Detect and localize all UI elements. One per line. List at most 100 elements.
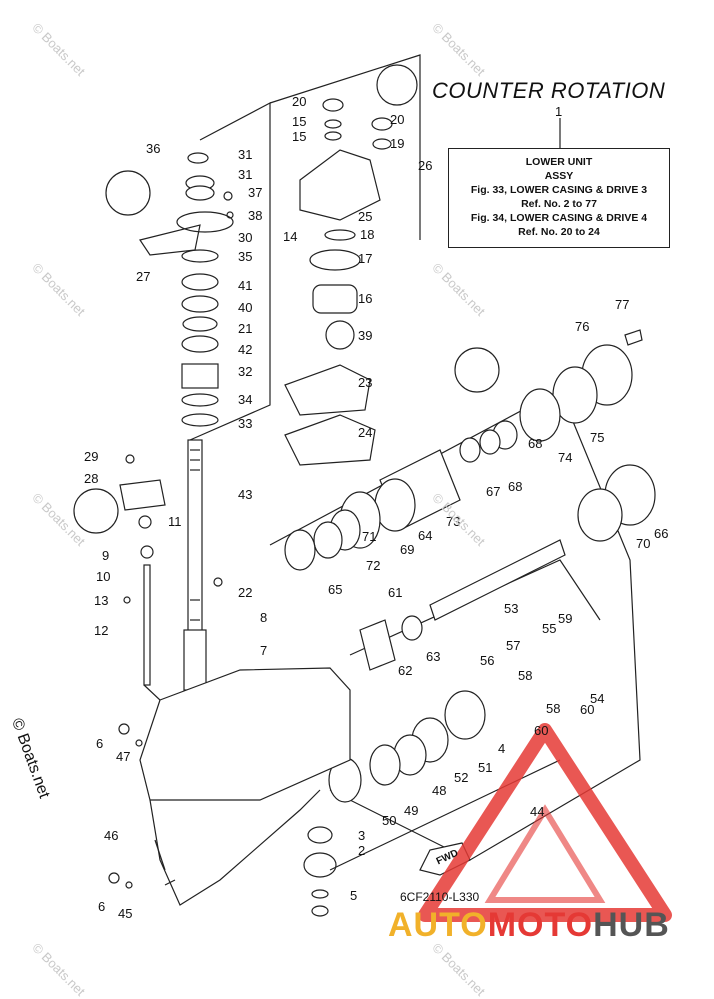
callout-number: 38 xyxy=(248,208,262,223)
callout-number: 28 xyxy=(84,471,98,486)
callout-number: 58 xyxy=(518,668,532,683)
detail-magnifiers xyxy=(73,64,500,534)
callout-number: 23 xyxy=(358,375,372,390)
callout-number: 22 xyxy=(238,585,252,600)
callout-number: 32 xyxy=(238,364,252,379)
callout-number: 27 xyxy=(136,269,150,284)
callout-number: 16 xyxy=(358,291,372,306)
callout-number: 77 xyxy=(615,297,629,312)
callout-number: 69 xyxy=(400,542,414,557)
callout-number: 18 xyxy=(360,227,374,242)
group-outline-pump xyxy=(269,54,421,240)
callout-number: 43 xyxy=(238,487,252,502)
callout-number: 5 xyxy=(350,888,357,903)
callout-number: 75 xyxy=(590,430,604,445)
water-pump-parts xyxy=(284,98,393,466)
callout-number: 8 xyxy=(260,610,267,625)
callout-number: 56 xyxy=(480,653,494,668)
callout-number: 74 xyxy=(558,450,572,465)
callout-number: 35 xyxy=(238,249,252,264)
callout-number: 40 xyxy=(238,300,252,315)
group-outline-left xyxy=(189,102,271,441)
callout-number: 47 xyxy=(116,749,130,764)
callout-number: 44 xyxy=(530,804,544,819)
callout-number: 20 xyxy=(292,94,306,109)
callout-number: 24 xyxy=(358,425,372,440)
callout-number: 60 xyxy=(580,702,594,717)
callout-number: 59 xyxy=(558,611,572,626)
callout-number: 6 xyxy=(96,736,103,751)
brand-logo: AUTOMOTOHUB xyxy=(388,906,670,945)
callout-number: 11 xyxy=(168,514,182,529)
callout-number: 14 xyxy=(283,229,297,244)
info-line: ASSY xyxy=(544,170,574,182)
callout-number: 17 xyxy=(358,251,372,266)
callout-number: 52 xyxy=(454,770,468,785)
info-line: Fig. 33, LOWER CASING & DRIVE 3 xyxy=(470,184,648,196)
info-box-ref-number: 1 xyxy=(555,104,563,119)
callout-number: 39 xyxy=(358,328,372,343)
info-line: Ref. No. 2 to 77 xyxy=(521,198,597,210)
callout-number: 36 xyxy=(146,141,160,156)
callout-number: 12 xyxy=(94,623,108,638)
lower-casing xyxy=(139,667,351,906)
callout-number: 37 xyxy=(248,185,262,200)
callout-number: 64 xyxy=(418,528,432,543)
callout-number: 73 xyxy=(446,514,460,529)
callout-number: 10 xyxy=(96,569,110,584)
callout-number: 2 xyxy=(358,843,365,858)
callout-number: 61 xyxy=(388,585,402,600)
callout-number: 7 xyxy=(260,643,267,658)
callout-number: 30 xyxy=(238,230,252,245)
info-line: LOWER UNIT xyxy=(525,156,593,168)
callout-number: 62 xyxy=(398,663,412,678)
info-line: Fig. 34, LOWER CASING & DRIVE 4 xyxy=(470,212,648,224)
callout-number: 57 xyxy=(506,638,520,653)
callout-number: 72 xyxy=(366,558,380,573)
callout-number: 19 xyxy=(390,136,404,151)
callout-number: 33 xyxy=(238,416,252,431)
callout-number: 76 xyxy=(575,319,589,334)
callout-number: 65 xyxy=(328,582,342,597)
callout-number: 31 xyxy=(238,147,252,162)
callout-number: 26 xyxy=(418,158,432,173)
lower-unit-info-box: LOWER UNIT ASSY Fig. 33, LOWER CASING & … xyxy=(448,148,670,248)
callout-number: 50 xyxy=(382,813,396,828)
callout-number: 3 xyxy=(358,828,365,843)
callout-number: 68 xyxy=(528,436,542,451)
callout-number: 6 xyxy=(98,899,105,914)
callout-number: 31 xyxy=(238,167,252,182)
info-line: Ref. No. 20 to 24 xyxy=(518,226,600,238)
callout-number: 66 xyxy=(654,526,668,541)
callout-number: 25 xyxy=(358,209,372,224)
callout-number: 71 xyxy=(362,529,376,544)
logo-triangle xyxy=(418,723,672,922)
callout-number: 58 xyxy=(546,701,560,716)
callout-number: 15 xyxy=(292,114,306,129)
callout-number: 34 xyxy=(238,392,252,407)
callout-number: 9 xyxy=(102,548,109,563)
callout-number: 20 xyxy=(390,112,404,127)
callout-number: 49 xyxy=(404,803,418,818)
callout-number: 60 xyxy=(534,723,548,738)
callout-number: 21 xyxy=(238,321,252,336)
callout-number: 41 xyxy=(238,278,252,293)
callout-number: 13 xyxy=(94,593,108,608)
fasteners xyxy=(108,191,643,889)
callout-number: 70 xyxy=(636,536,650,551)
callout-number: 68 xyxy=(508,479,522,494)
callout-number: 4 xyxy=(498,741,505,756)
diagram-part-code: 6CF2110-L330 xyxy=(400,890,480,904)
brand-part: MOTO xyxy=(487,906,594,944)
drive-shaft xyxy=(183,439,207,691)
brand-part: HUB xyxy=(593,906,670,944)
callout-number: 29 xyxy=(84,449,98,464)
callout-number: 46 xyxy=(104,828,118,843)
callout-number: 15 xyxy=(292,129,306,144)
callout-number: 45 xyxy=(118,906,132,921)
propeller-shaft-parts xyxy=(284,344,656,917)
callout-number: 51 xyxy=(478,760,492,775)
